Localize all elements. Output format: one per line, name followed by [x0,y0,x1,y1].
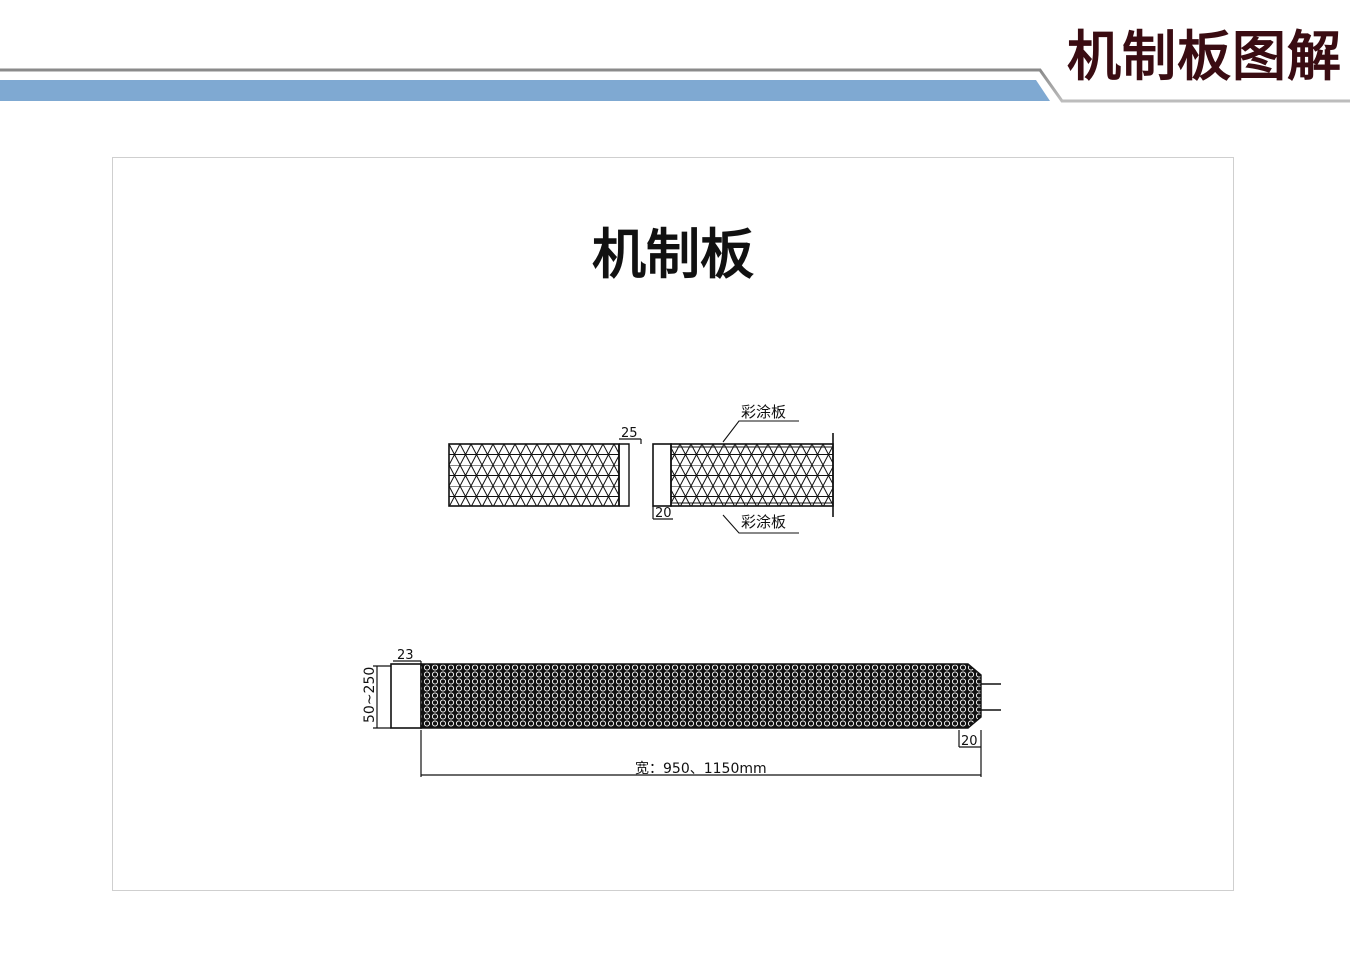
panel-view: 23 50~250 20 宽：950、1150mm [362,648,1001,777]
section-left-panel [448,443,620,507]
coating-top-leader [722,420,799,443]
drawing-frame: 机制板 25 [112,157,1234,891]
dim-width-text: 宽：950、1150mm [635,760,767,777]
section-right-panel [670,443,834,507]
header-blue-stripe [0,80,1050,101]
dim-20b-text: 20 [961,734,978,749]
coating-top-label: 彩涂板 [741,403,786,421]
dim-25-text: 25 [621,426,638,441]
section-view: 25 20 彩涂板 彩涂板 [448,403,834,534]
technical-drawing: 25 20 彩涂板 彩涂板 [362,403,1001,777]
drawing-title: 机制板 [592,223,754,286]
coating-bottom-label: 彩涂板 [741,513,786,531]
coating-bottom-leader [722,514,799,534]
section-tongue [619,443,630,507]
dim-23-text: 23 [397,648,414,663]
header-gray-rule [0,68,1350,103]
panel-core-texture [420,663,982,729]
panel-left-cap [390,663,422,729]
header-band [0,68,1350,103]
dim-20-text: 20 [655,506,672,521]
slide-title: 机制板图解 [1067,25,1342,88]
dim-height-text: 50~250 [362,667,378,723]
section-groove-block [652,443,672,507]
